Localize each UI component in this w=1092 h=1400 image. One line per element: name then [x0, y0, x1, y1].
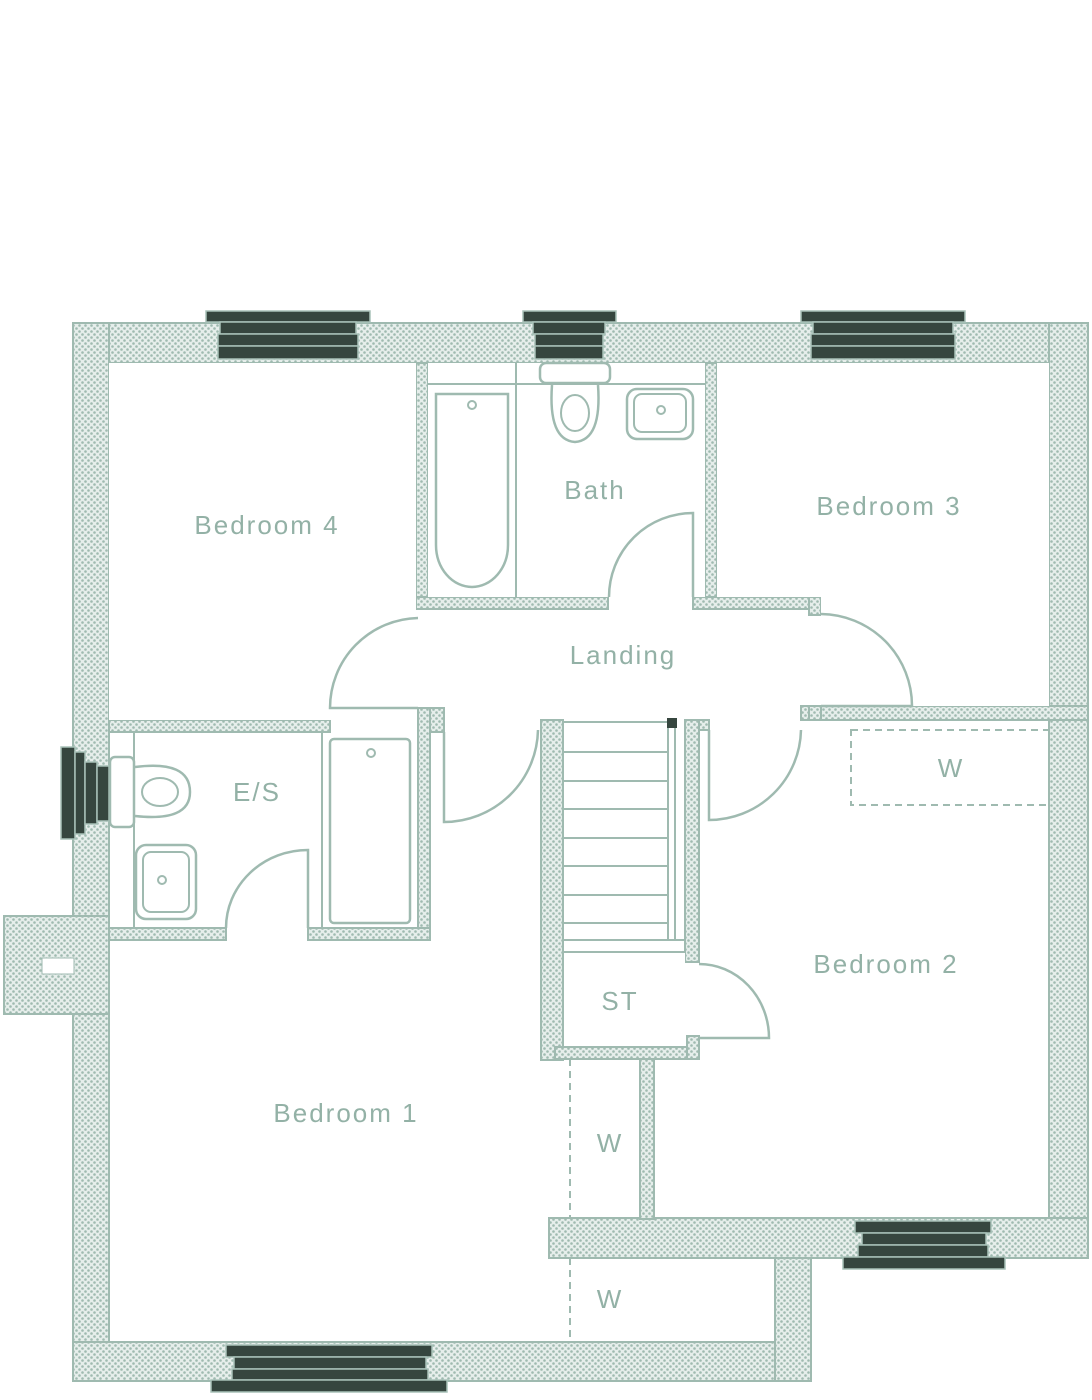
wall-bath-bottom-right: [692, 596, 822, 610]
bedroom1-door-swing: [442, 729, 540, 824]
label-bedroom1: Bedroom 1: [273, 1098, 418, 1128]
es-toilet-cistern-icon: [108, 755, 136, 829]
outer-wall-left: [72, 322, 110, 1382]
wall-b2-top: [800, 705, 1089, 721]
es-door-swing: [224, 848, 310, 929]
window-ensuite: [60, 746, 110, 840]
landing-doors: [328, 612, 914, 824]
bedroom4-door-swing: [328, 616, 419, 710]
windows: [41, 310, 1006, 1393]
wardrobe-b2: [850, 729, 1050, 806]
bath-door-swing: [607, 511, 695, 598]
label-landing: Landing: [570, 640, 677, 670]
newel-post-icon: [667, 718, 677, 728]
wall-es-top: [108, 719, 331, 733]
wall-store-right-lower: [686, 1035, 700, 1060]
bedroom2-lower-door-swing: [707, 729, 803, 822]
wall-es-bottom-right: [307, 927, 431, 941]
bathtub-icon: [434, 392, 510, 589]
label-wardrobe-bottom: W: [597, 1284, 624, 1314]
store-door-swing: [698, 962, 771, 1040]
bedroom2-door-swing: [820, 612, 914, 708]
wall-stair-right: [684, 719, 700, 963]
wall-bath-right: [704, 362, 718, 606]
wall-b2-top-stub: [808, 705, 822, 721]
window-bedroom3: [800, 310, 966, 360]
wall-store-bottom: [554, 1046, 700, 1060]
vent-icon: [41, 957, 75, 975]
wall-bath-left: [415, 362, 429, 606]
window-bedroom2: [842, 1220, 1006, 1270]
ensuite-fixtures: [108, 732, 412, 929]
label-ensuite: E/S: [233, 777, 281, 807]
outer-wall-right: [1048, 322, 1089, 1259]
toilet-cistern-icon: [538, 361, 612, 385]
window-bath: [522, 310, 617, 360]
wall-es-bottom-left: [108, 927, 227, 941]
window-bedroom4: [205, 310, 371, 360]
label-bedroom2: Bedroom 2: [813, 949, 958, 979]
wall-es-right: [417, 707, 431, 941]
label-wardrobe-mid: W: [597, 1128, 624, 1158]
es-toilet-icon: [134, 764, 192, 819]
bathroom-fixtures: [428, 361, 705, 598]
walls: [3, 322, 1089, 1382]
stairs: [562, 718, 771, 1047]
wall-stair-left: [540, 719, 564, 1061]
wardrobes: [569, 729, 1050, 1342]
label-bath: Bath: [564, 475, 626, 505]
label-bedroom4: Bedroom 4: [194, 510, 339, 540]
wall-wardrobe-mid-right: [639, 1058, 655, 1220]
toilet-icon: [550, 384, 600, 444]
wall-step-horizontal: [548, 1217, 1089, 1259]
outer-wall-bottom: [72, 1341, 812, 1382]
es-bath-icon: [328, 737, 412, 925]
wall-landing-right-stub: [808, 596, 822, 616]
room-labels: Bedroom 4 Bath Bedroom 3 Landing E/S W B…: [194, 475, 965, 1314]
label-bedroom3: Bedroom 3: [816, 491, 961, 521]
label-store: ST: [601, 986, 638, 1016]
label-wardrobe-b2: W: [938, 753, 965, 783]
wall-bath-bottom-left: [415, 596, 609, 610]
window-bedroom1: [210, 1344, 448, 1393]
